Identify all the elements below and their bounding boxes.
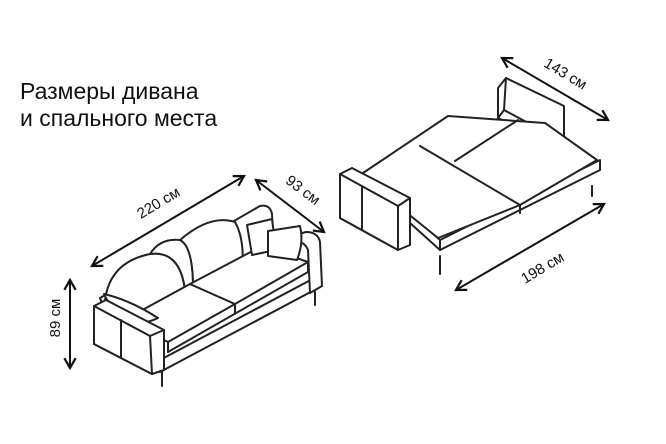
- title-line-1: Размеры дивана: [20, 78, 199, 104]
- label-sofa-height: 89 см: [47, 299, 64, 338]
- label-bed-length: 198 см: [518, 249, 567, 288]
- label-bed-width: 143 см: [541, 55, 590, 94]
- arrow-sofa-depth: [254, 178, 326, 234]
- arrow-bed-width: [500, 56, 610, 122]
- arrow-bed-length: [454, 202, 606, 292]
- label-sofa-depth: 93 см: [282, 172, 323, 209]
- unfolded-sofa-bed: [339, 77, 601, 275]
- title-line-2: и спального места: [20, 105, 218, 131]
- diagram-title: Размеры дивана и спального места: [20, 78, 217, 132]
- dimension-arrows: [63, 56, 610, 371]
- folded-sofa: [93, 204, 323, 387]
- arrow-sofa-width: [90, 174, 246, 268]
